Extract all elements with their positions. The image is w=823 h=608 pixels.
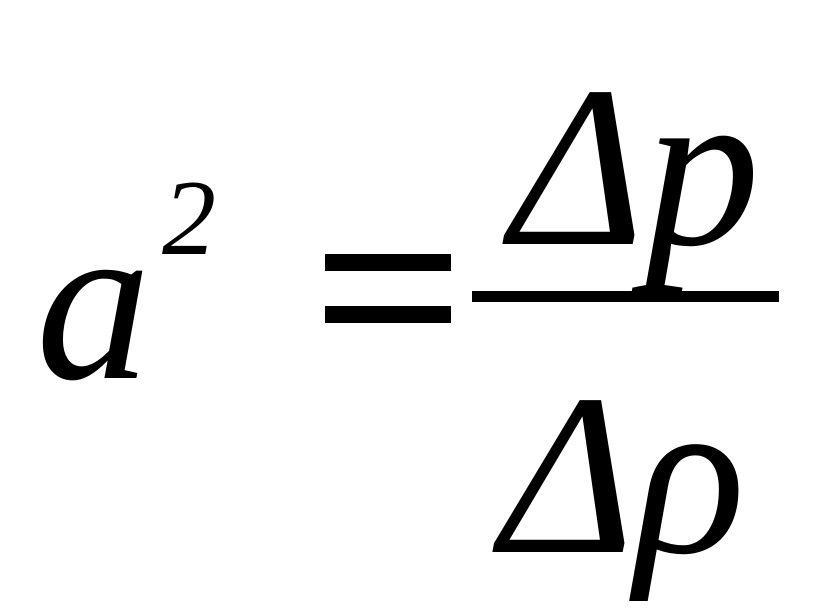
formula-base: a — [36, 173, 151, 428]
fraction-bar — [472, 291, 779, 302]
fraction-denominator: Δρ — [500, 347, 746, 602]
equals-sign-top-bar — [325, 254, 451, 271]
equals-sign-bottom-bar — [325, 306, 451, 323]
fraction-numerator: Δp — [510, 39, 760, 294]
formula-exponent: 2 — [162, 159, 216, 278]
